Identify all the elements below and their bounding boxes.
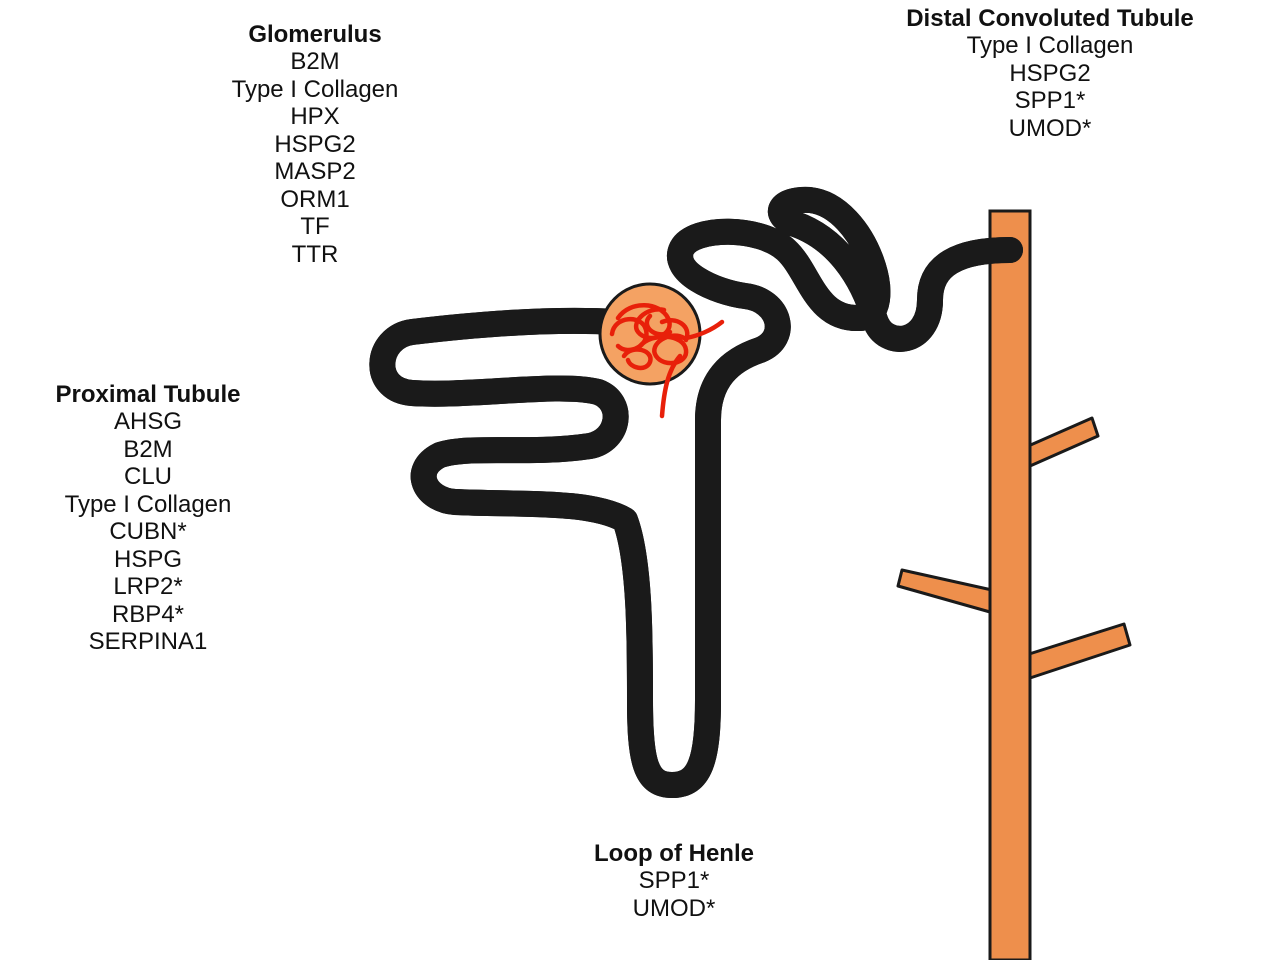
- proximal-tubule-marker: LRP2*: [0, 573, 296, 601]
- proximal-tubule-marker: AHSG: [0, 408, 296, 436]
- proximal-tubule-marker: CUBN*: [0, 518, 296, 546]
- collecting-duct-trunk: [990, 211, 1030, 960]
- collecting-duct-branch-lower: [1026, 624, 1130, 678]
- loop-of-henle-marker: UMOD*: [524, 895, 824, 923]
- distal-convoluted-tubule-label-group: Distal Convoluted Tubule Type I Collagen…: [840, 6, 1260, 142]
- distal-convoluted-tubule-marker: SPP1*: [840, 87, 1260, 115]
- proximal-tubule-marker: SERPINA1: [0, 628, 296, 656]
- loop-of-henle-title: Loop of Henle: [524, 841, 824, 867]
- glomerulus-marker: MASP2: [165, 158, 465, 186]
- distal-convoluted-tubule-marker: HSPG2: [840, 60, 1260, 88]
- glomerulus-label-group: Glomerulus B2M Type I Collagen HPX HSPG2…: [165, 22, 465, 268]
- distal-convoluted-tubule-marker: Type I Collagen: [840, 32, 1260, 60]
- proximal-tubule-marker: RBP4*: [0, 601, 296, 629]
- proximal-tubule-title: Proximal Tubule: [0, 382, 296, 408]
- glomerulus-marker: TTR: [165, 241, 465, 269]
- proximal-tubule-label-group: Proximal Tubule AHSG B2M CLU Type I Coll…: [0, 382, 296, 656]
- glomerulus-title: Glomerulus: [165, 22, 465, 48]
- glomerulus-marker: TF: [165, 213, 465, 241]
- loop-of-henle-marker: SPP1*: [524, 867, 824, 895]
- loop-of-henle-label-group: Loop of Henle SPP1* UMOD*: [524, 841, 824, 922]
- glomerulus-marker: B2M: [165, 48, 465, 76]
- glomerulus-marker: ORM1: [165, 186, 465, 214]
- bowmans-capsule: [600, 284, 700, 384]
- glomerulus-marker: Type I Collagen: [165, 76, 465, 104]
- collecting-duct-branch-left: [898, 570, 992, 612]
- proximal-tubule-marker: B2M: [0, 436, 296, 464]
- proximal-tubule-marker: Type I Collagen: [0, 491, 296, 519]
- glomerulus-marker: HPX: [165, 103, 465, 131]
- proximal-tubule-marker: CLU: [0, 463, 296, 491]
- glomerulus-marker: HSPG2: [165, 131, 465, 159]
- nephron-tubule: [382, 200, 1010, 785]
- distal-convoluted-tubule-marker: UMOD*: [840, 115, 1260, 143]
- collecting-duct-branch-upper: [1026, 418, 1098, 466]
- proximal-tubule-marker: HSPG: [0, 546, 296, 574]
- distal-convoluted-tubule-title: Distal Convoluted Tubule: [840, 6, 1260, 32]
